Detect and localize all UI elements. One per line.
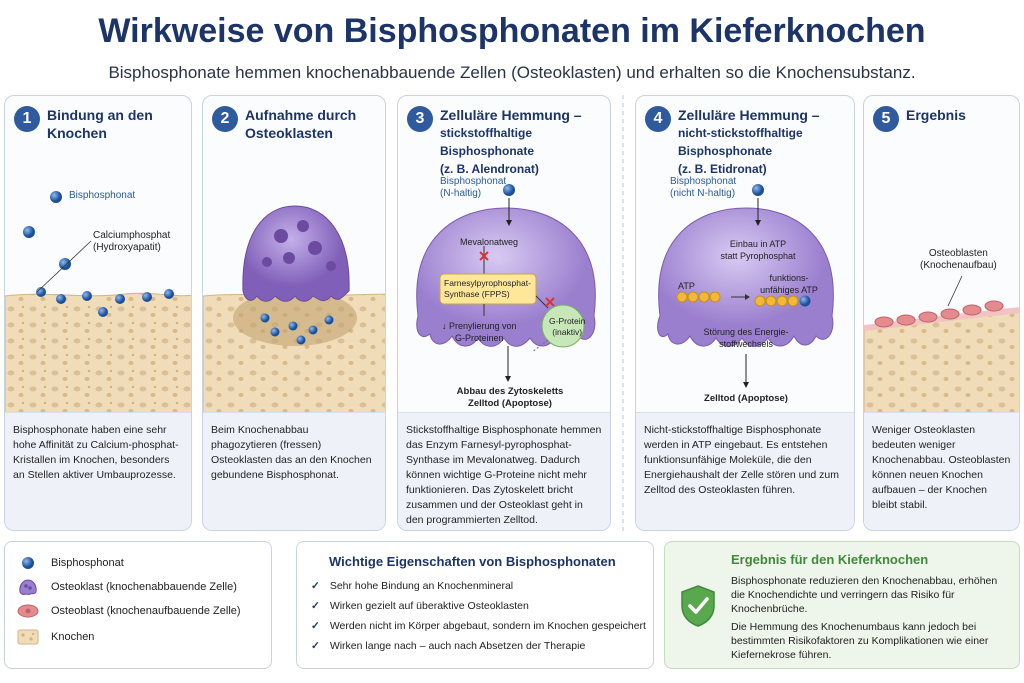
panel-heading: Zelluläre Hemmung –nicht-stickstoffhalti…	[678, 107, 820, 176]
step-number: 3	[407, 106, 433, 132]
bone-binding-illustration	[5, 191, 191, 416]
property-item: ✓Sehr hohe Bindung an Knochenmineral	[311, 580, 514, 592]
legend-item: Bisphosphonat	[17, 554, 124, 572]
osteoclast-fpps-illustration	[416, 184, 596, 382]
panel-heading: Zelluläre Hemmung –stickstoffhaltige Bis…	[440, 107, 582, 176]
shield-check-icon	[681, 585, 715, 627]
bisphosphonate-non-n-label: Bisphosphonat(nicht N-haltig)	[670, 176, 737, 199]
panel-description: Beim Knochenabbau phagozytieren (fressen…	[203, 412, 385, 530]
properties-title: Wichtige Eigenschaften von Bisphosphonat…	[329, 554, 616, 569]
fpps-label: Farnesylpyrophosphat-Synthase (FPPS)	[444, 278, 531, 299]
property-item: ✓Werden nicht im Körper abgebaut, sonder…	[311, 620, 646, 632]
apoptosis-label: Zelltod (Apoptose)	[704, 393, 788, 404]
result-text-2: Die Hemmung des Knochenumbaus kann jedoc…	[731, 621, 989, 661]
panel-heading: Ergebnis	[906, 107, 966, 123]
check-icon: ✓	[311, 640, 320, 652]
osteoblast-label: Osteoblasten(Knochenaufbau)	[920, 248, 997, 271]
step-number: 1	[14, 106, 40, 132]
legend-item: Knochen	[17, 628, 94, 646]
bone-icon	[17, 628, 39, 646]
step-number: 5	[873, 106, 899, 132]
page-title: Wirkweise von Bisphosphonaten im Kieferk…	[98, 12, 926, 50]
page-subtitle: Bisphosphonate hemmen knochenabbauende Z…	[108, 63, 916, 82]
check-icon: ✓	[311, 600, 320, 612]
legend-item: Osteoblast (knochenaufbauende Zelle)	[17, 602, 241, 620]
check-icon: ✓	[311, 620, 320, 632]
section-divider	[622, 95, 624, 531]
calcium-phosphate-label: Calciumphosphat(Hydroxyapatit)	[93, 230, 171, 253]
osteoclast-uptake-illustration	[203, 205, 385, 416]
panel-nitrogen-inhibition: 3 Zelluläre Hemmung –stickstoffhaltige B…	[397, 95, 611, 531]
energy-disruption-label: Störung des Energie-stoffwechsels	[703, 327, 789, 349]
result-title: Ergebnis für den Kieferknochen	[731, 552, 929, 567]
osteoblast-icon	[17, 602, 39, 620]
panel-description: Stickstoffhaltige Bisphosphonate hemmen …	[398, 412, 610, 530]
properties-box: Wichtige Eigenschaften von Bisphosphonat…	[296, 541, 654, 669]
jaw-result-box: Ergebnis für den Kieferknochen Bisphosph…	[664, 541, 1020, 669]
result-text-1: Bisphosphonate reduzieren den Knochenabb…	[731, 575, 998, 615]
property-item: ✓Wirken gezielt auf überaktive Osteoklas…	[311, 600, 529, 612]
atp-label: ATP	[678, 281, 695, 291]
panel-description: Nicht-stickstoffhaltige Bisphosphonate w…	[636, 412, 854, 530]
property-item: ✓Wirken lange nach – auch nach Absetzen …	[311, 640, 586, 652]
osteoclast-icon	[17, 578, 39, 596]
mevalonate-label: Mevalonatweg	[460, 237, 519, 247]
legend-item: Osteoklast (knochenabbauende Zelle)	[17, 578, 237, 596]
step-number: 4	[645, 106, 671, 132]
bisphosphonate-dot-icon	[17, 554, 39, 572]
panel-description: Weniger Osteoklasten bedeuten weniger Kn…	[864, 412, 1019, 530]
legend: Bisphosphonat Osteoklast (knochenabbauen…	[4, 541, 272, 669]
bisphosphonate-n-label: Bisphosphonat(N-haltig)	[440, 176, 507, 199]
panel-non-nitrogen-inhibition: 4 Zelluläre Hemmung –nicht-stickstoffhal…	[635, 95, 855, 531]
osteoclast-atp-illustration	[657, 184, 834, 388]
nonfunctional-atp-label: funktions-unfähiges ATP	[760, 273, 818, 295]
panel-description: Bisphosphonate haben eine sehr hohe Affi…	[5, 412, 191, 530]
bisphosphonate-label: Bisphosphonat	[69, 190, 136, 201]
check-icon: ✓	[311, 580, 320, 592]
osteoblast-bone-illustration	[864, 275, 1019, 416]
panel-result: 5 Ergebnis Osteoblasten(Knochenaufbau) W…	[863, 95, 1020, 531]
g-protein-label: G-Protein(inaktiv)	[549, 316, 586, 337]
step-number: 2	[212, 106, 238, 132]
